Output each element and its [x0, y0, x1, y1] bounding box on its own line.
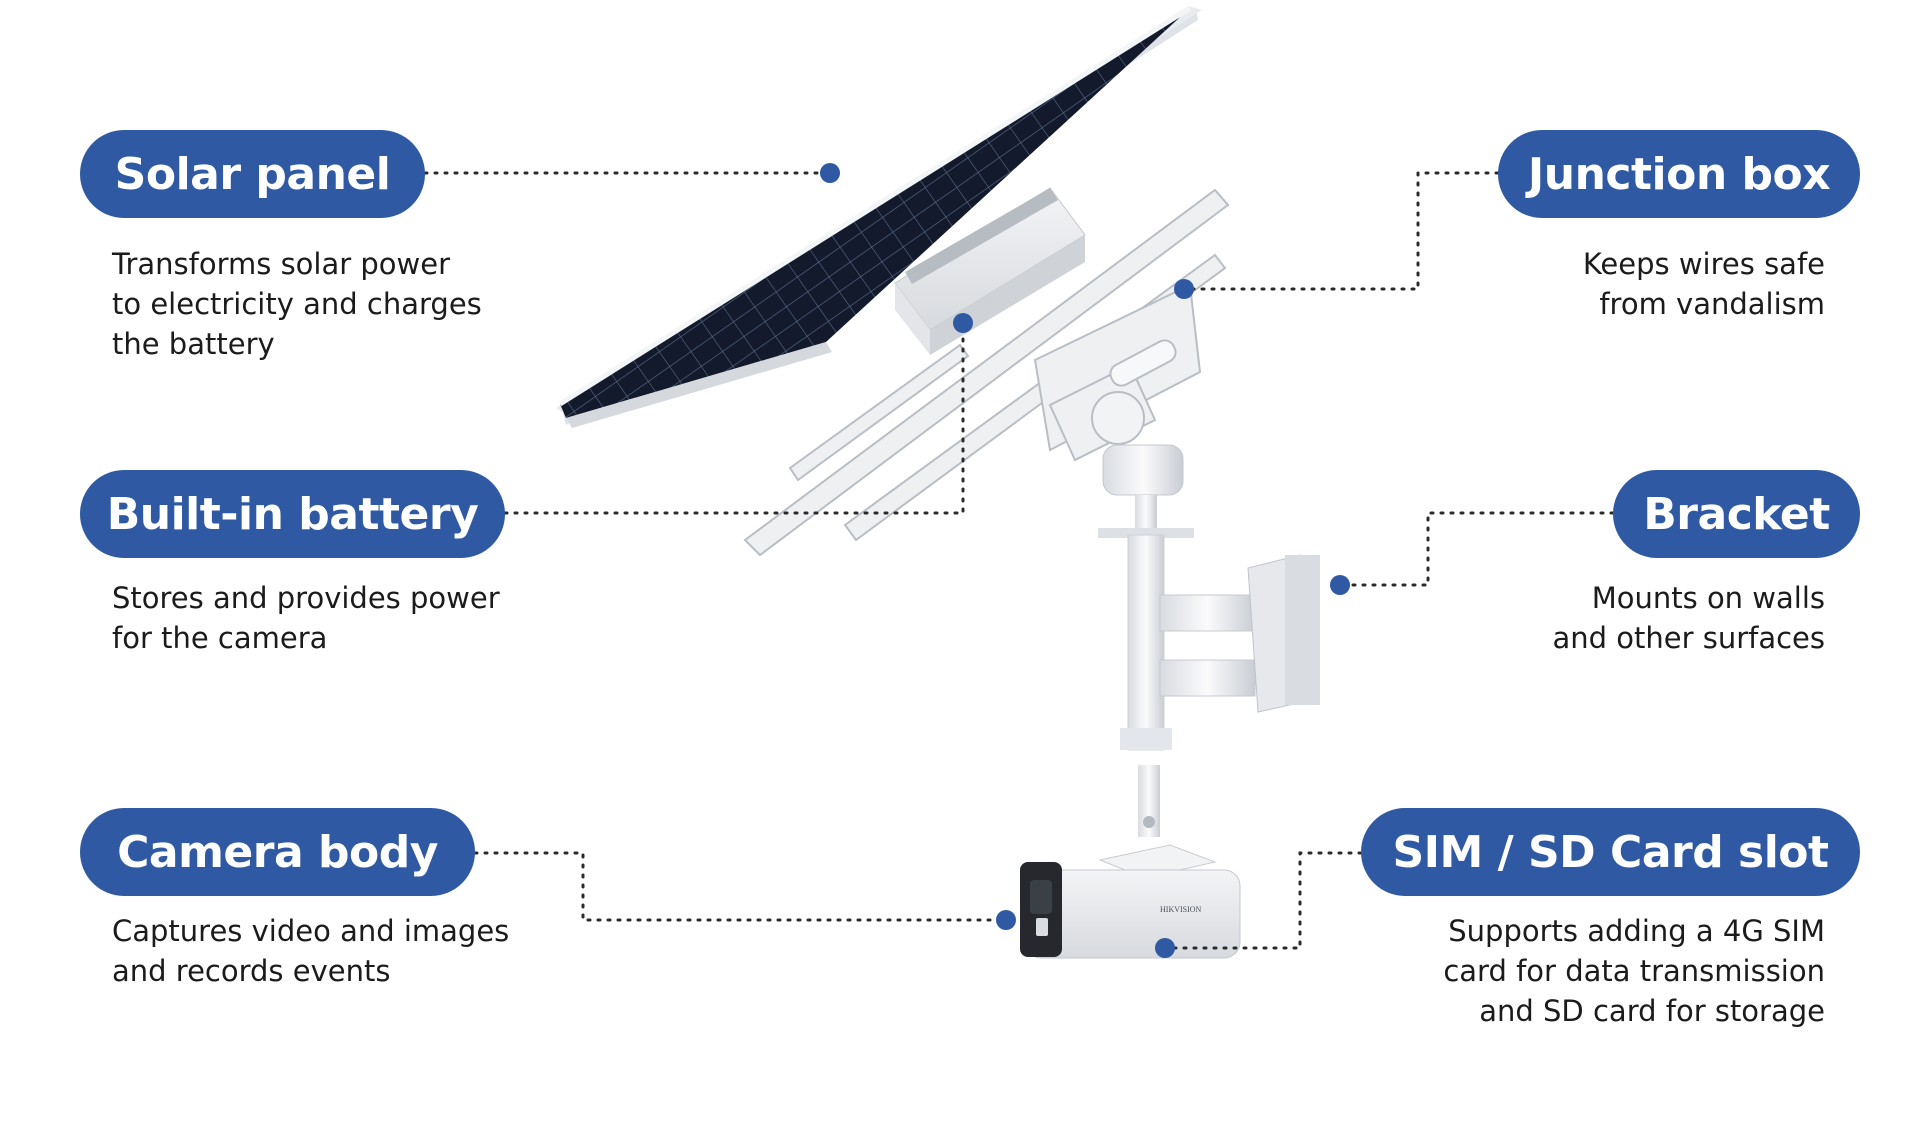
leader-built-in-battery: [503, 321, 965, 515]
junction-box-title: Junction box: [1498, 130, 1860, 218]
built-in-battery-title: Built-in battery: [80, 470, 505, 558]
sim-sd-slot-title: SIM / SD Card slot: [1361, 808, 1860, 896]
marker-solar-panel: [820, 163, 840, 183]
solar-panel-description: Transforms solar power to electricity an…: [112, 247, 482, 361]
leader-sim-sd-slot: [1163, 851, 1363, 950]
marker-junction-box: [1174, 279, 1194, 299]
leader-bracket: [1338, 511, 1615, 587]
bracket-description: Mounts on walls and other surfaces: [1552, 581, 1825, 655]
marker-bracket: [1330, 575, 1350, 595]
wall-bracket-graphic: [1159, 554, 1320, 713]
leader-lines: [423, 171, 1615, 950]
leader-camera-body: [473, 851, 1008, 922]
solar-panel-title: Solar panel: [80, 130, 425, 218]
junction-box-description: Keeps wires safe from vandalism: [1582, 247, 1825, 321]
solar-panel-graphic: [556, 5, 1202, 428]
camera-graphic: HIKVISION: [1020, 844, 1241, 959]
bracket-title: Bracket: [1613, 470, 1860, 558]
mounting-frame-graphic: [743, 188, 1230, 557]
marker-built-in-battery: [953, 313, 973, 333]
sim-sd-slot-description: Supports adding a 4G SIM card for data t…: [1443, 914, 1825, 1028]
leader-junction-box: [1182, 171, 1500, 291]
camera-body-title: Camera body: [80, 808, 475, 896]
marker-camera-body: [996, 910, 1016, 930]
callout-markers: [820, 163, 1350, 958]
camera-brand-mark: HIKVISION: [1160, 905, 1202, 914]
built-in-battery-description: Stores and provides power for the camera: [112, 581, 500, 655]
marker-sim-sd-slot: [1155, 938, 1175, 958]
pole-graphic: [1098, 444, 1194, 837]
camera-body-description: Captures video and images and records ev…: [112, 914, 510, 988]
